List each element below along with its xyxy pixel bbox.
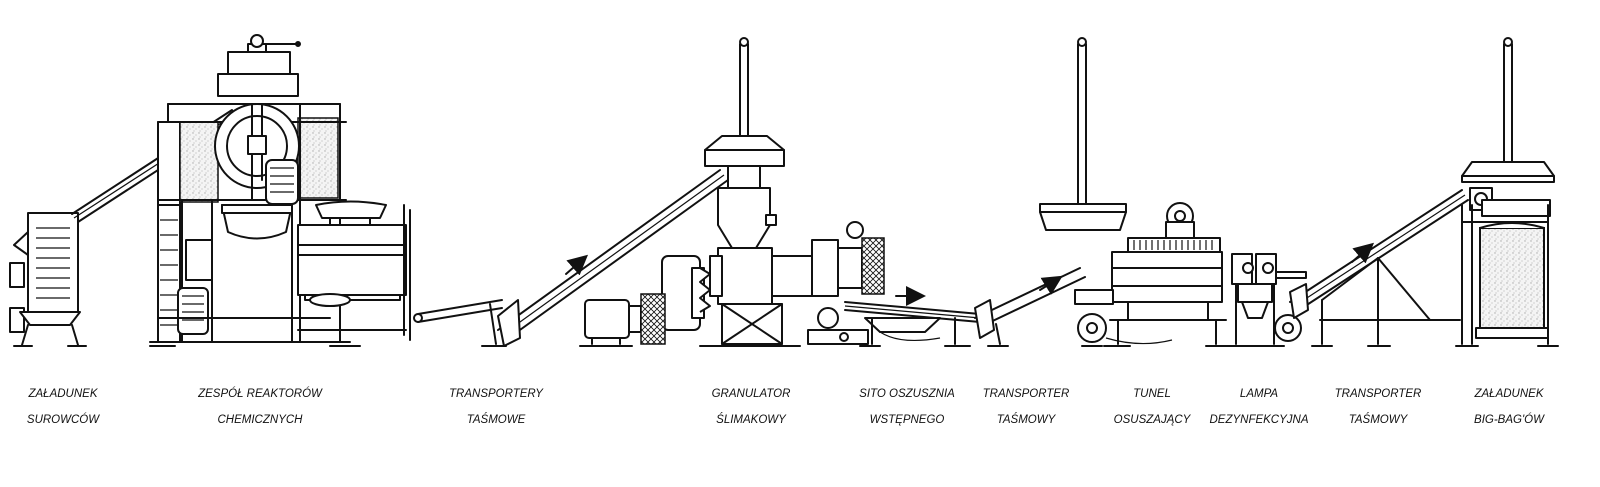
caption-line2: TAŚMOWY xyxy=(1348,414,1408,426)
belt-conveyor-tunnel-feed xyxy=(974,267,1086,347)
belt-conveyor-bigbag-feed xyxy=(1289,189,1469,347)
caption-line2: TAŚMOWE xyxy=(466,414,526,426)
caption-line2: CHEMICZNYCH xyxy=(217,414,303,426)
big-bag-loading-station xyxy=(1455,37,1559,347)
screw-granulator xyxy=(579,37,885,347)
disinfection-lamp xyxy=(1229,253,1307,347)
caption-line2: DEZYNFEKCYJNA xyxy=(1209,414,1309,426)
caption-raw-material-loading: ZAŁADUNEK SUROWCÓW xyxy=(0,375,138,440)
caption-line2: TAŚMOWY xyxy=(996,414,1056,426)
caption-line2: OSUSZAJĄCY xyxy=(1113,414,1191,426)
caption-line1: ZAŁADUNEK xyxy=(28,388,98,400)
pre-drying-sieve xyxy=(844,286,981,347)
belt-conveyors xyxy=(413,169,729,347)
chemical-reactor-assembly xyxy=(149,34,411,347)
raw-material-loading-unit xyxy=(9,212,87,347)
caption-line1: TRANSPORTERY xyxy=(449,388,543,400)
caption-line1: LAMPA xyxy=(1239,388,1279,400)
caption-big-bag-loading: ZAŁADUNEK BIG-BAG'ÓW xyxy=(1434,375,1584,440)
caption-line1: TRANSPORTER xyxy=(982,388,1070,400)
caption-belt-conveyors: TRANSPORTERY TAŚMOWE xyxy=(421,375,571,440)
caption-line2: ŚLIMAKOWY xyxy=(716,414,786,426)
caption-line2: SUROWCÓW xyxy=(26,414,100,426)
caption-screw-granulator: GRANULATOR ŚLIMAKOWY xyxy=(676,375,826,440)
caption-chemical-reactors: ZESPÓŁ REAKTORÓW CHEMICZNYCH xyxy=(185,375,335,440)
caption-pre-drying-sieve: SITO OSZUSZNIA WSTĘPNEGO xyxy=(832,375,982,440)
caption-belt-conveyor-2: TRANSPORTER TAŚMOWY xyxy=(1303,375,1453,440)
caption-line1: SITO OSZUSZNIA xyxy=(859,388,955,400)
caption-line1: ZAŁADUNEK xyxy=(1474,388,1544,400)
caption-line1: GRANULATOR xyxy=(711,388,791,400)
caption-disinfection-lamp: LAMPA DEZYNFEKCYJNA xyxy=(1184,375,1334,440)
caption-line2: WSTĘPNEGO xyxy=(869,414,945,426)
caption-line1: TUNEL xyxy=(1133,388,1171,400)
caption-line1: ZESPÓŁ REAKTORÓW xyxy=(198,388,322,400)
drying-tunnel xyxy=(1039,37,1231,347)
caption-line2: BIG-BAG'ÓW xyxy=(1474,414,1544,426)
caption-drying-tunnel: TUNEL OSUSZAJĄCY xyxy=(1077,375,1227,440)
caption-line1: TRANSPORTER xyxy=(1334,388,1422,400)
caption-belt-conveyor-1: TRANSPORTER TAŚMOWY xyxy=(951,375,1101,440)
